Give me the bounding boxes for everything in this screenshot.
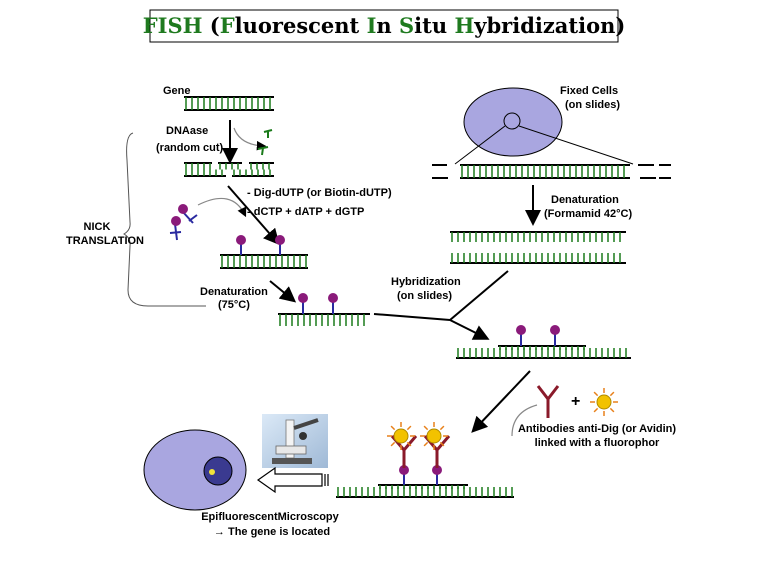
denaturation-75-label: Denaturation bbox=[200, 286, 268, 298]
title-part: I bbox=[367, 13, 377, 38]
fluorophore-icon bbox=[590, 388, 618, 416]
fluor-ray bbox=[593, 407, 599, 413]
hybridization-arrow bbox=[449, 319, 490, 340]
cut-fragments-arrow bbox=[233, 127, 267, 151]
title-part: S bbox=[399, 13, 414, 38]
dig-dutp-label: - Dig-dUTP (or Biotin-dUTP) bbox=[247, 187, 392, 199]
fluor-ray bbox=[439, 441, 445, 447]
dig-label-icon bbox=[236, 235, 246, 245]
located-gene-signal bbox=[209, 469, 215, 475]
fluor-core bbox=[393, 428, 409, 444]
target-strand-top bbox=[450, 231, 626, 242]
title-part: F bbox=[220, 13, 235, 38]
fluor-ray bbox=[406, 441, 412, 447]
title-part: n bbox=[376, 13, 399, 38]
detection-arrow bbox=[471, 370, 531, 433]
hybridized-dna bbox=[456, 325, 631, 359]
title-part: F bbox=[143, 13, 158, 38]
dig-label-icon bbox=[399, 465, 409, 475]
fluorophor-label: linked with a fluorophor bbox=[535, 437, 660, 449]
chromosome-dna bbox=[432, 164, 671, 179]
fluor-ray bbox=[593, 391, 599, 397]
gene-label: Gene bbox=[163, 85, 191, 97]
fluor-ray bbox=[609, 391, 615, 397]
nicked-dna-double-strand bbox=[184, 162, 274, 177]
denaturation-75-arrow bbox=[269, 280, 297, 303]
hybridization-line-left bbox=[373, 313, 451, 321]
dig-label-icon bbox=[432, 465, 442, 475]
dig-label-icon bbox=[298, 293, 308, 303]
result-cell bbox=[143, 429, 247, 511]
dig-label-icon bbox=[516, 325, 526, 335]
single-strand-probe bbox=[278, 293, 370, 326]
denaturation-75-temp-label: (75°C) bbox=[218, 299, 250, 311]
title-part: ISH bbox=[158, 13, 203, 38]
fluor-ray bbox=[423, 441, 429, 447]
title-part: H bbox=[454, 13, 474, 38]
dig-label-icon bbox=[328, 293, 338, 303]
antibody-icon bbox=[536, 385, 560, 418]
fluor-ray bbox=[609, 407, 615, 413]
title-part: itu bbox=[414, 13, 454, 38]
nucleotides-arrow bbox=[197, 197, 247, 218]
fluor-ray bbox=[423, 425, 429, 431]
random-cut-label: (random cut) bbox=[156, 142, 224, 154]
detected-dna bbox=[336, 465, 514, 498]
fluor-ray bbox=[406, 425, 412, 431]
hybridization-label: Hybridization bbox=[391, 276, 461, 288]
dig-label-icon bbox=[550, 325, 560, 335]
fixed-cell bbox=[454, 87, 634, 165]
fluor-ray bbox=[390, 441, 396, 447]
dig-label-icon bbox=[275, 235, 285, 245]
microscopy-label: EpifluorescentMicroscopy bbox=[201, 511, 339, 523]
translation-label: TRANSLATION bbox=[66, 235, 144, 247]
labelled-dna-double-strand bbox=[220, 235, 308, 269]
nick-translation-bracket bbox=[122, 132, 206, 307]
fluor-core bbox=[596, 394, 612, 410]
dntp-label: - dCTP + dATP + dGTP bbox=[247, 206, 364, 218]
dnaase-label: DNAase bbox=[166, 125, 208, 137]
title-box: FISH (Fluorescent In Situ Hybridization) bbox=[143, 9, 626, 43]
fluorophore-icon bbox=[387, 422, 415, 450]
gene-located-label: → The gene is located bbox=[214, 526, 330, 538]
title-part: luorescent bbox=[235, 13, 367, 38]
fixed-cells-label: Fixed Cells bbox=[560, 85, 618, 97]
fluor-ray bbox=[390, 425, 396, 431]
fluor-core bbox=[426, 428, 442, 444]
title-part: ybridization) bbox=[473, 13, 625, 38]
plus-sign: + bbox=[571, 393, 580, 410]
on-slides-label: (on slides) bbox=[565, 99, 620, 111]
result-arrow-icon bbox=[256, 466, 329, 494]
formamid-label: (Formamid 42°C) bbox=[544, 208, 632, 220]
gene-dna-double-strand bbox=[184, 96, 274, 111]
antibody-binding-arrow bbox=[511, 404, 538, 437]
hybridization-line-right bbox=[449, 270, 509, 321]
nick-label: NICK bbox=[84, 221, 111, 233]
labelled-nucleotides-icon bbox=[169, 204, 198, 241]
page-title: FISH (Fluorescent In Situ Hybridization) bbox=[143, 13, 626, 38]
title-part: ( bbox=[202, 13, 219, 38]
denaturation-42-label: Denaturation bbox=[551, 194, 619, 206]
fluorophore-icon bbox=[420, 422, 448, 450]
microscope-icon bbox=[262, 414, 328, 468]
target-strand-bottom bbox=[450, 253, 626, 264]
nick-translation-arrow bbox=[227, 185, 280, 246]
hybridization-on-slides-label: (on slides) bbox=[397, 290, 452, 302]
fluor-ray bbox=[439, 425, 445, 431]
cut-fragments-icon bbox=[257, 129, 273, 156]
antibodies-label: Antibodies anti-Dig (or Avidin) bbox=[518, 423, 676, 435]
